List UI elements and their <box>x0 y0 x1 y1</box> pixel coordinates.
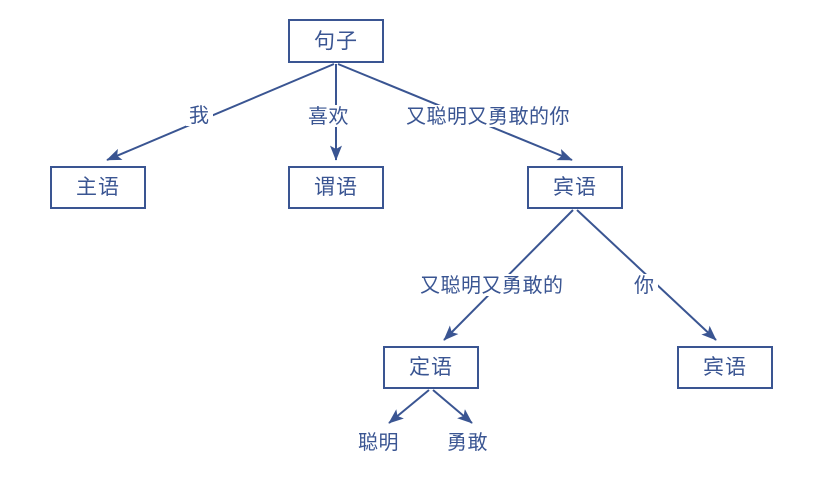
node-subject-label: 主语 <box>76 175 120 199</box>
edge-label-congmingyonggan-de: 又聪明又勇敢的 <box>417 274 567 296</box>
node-sentence-label: 句子 <box>314 28 358 53</box>
node-object-2[interactable]: 宾语 <box>677 346 773 389</box>
edge-label-congmingyonggan-ni: 又聪明又勇敢的你 <box>403 105 573 127</box>
edge-label-xihuan: 喜欢 <box>305 105 352 127</box>
edge-attributive-yonggan <box>432 389 473 424</box>
edge-label-ni: 你 <box>631 274 658 296</box>
node-attributive[interactable]: 定语 <box>383 346 479 389</box>
node-object-label: 宾语 <box>553 175 597 199</box>
node-predicate[interactable]: 谓语 <box>288 166 384 209</box>
node-object[interactable]: 宾语 <box>527 166 623 209</box>
edge-sentence-subject <box>106 63 335 161</box>
node-predicate-label: 谓语 <box>314 175 358 199</box>
node-object-2-label: 宾语 <box>703 355 747 379</box>
edge-label-wo: 我 <box>186 104 213 126</box>
leaf-congming: 聪明 <box>358 430 399 454</box>
leaf-yonggan: 勇敢 <box>447 430 488 454</box>
edge-attributive-congming <box>388 389 430 424</box>
node-sentence[interactable]: 句子 <box>288 19 384 63</box>
node-subject[interactable]: 主语 <box>50 166 146 209</box>
node-attributive-label: 定语 <box>409 355 453 379</box>
